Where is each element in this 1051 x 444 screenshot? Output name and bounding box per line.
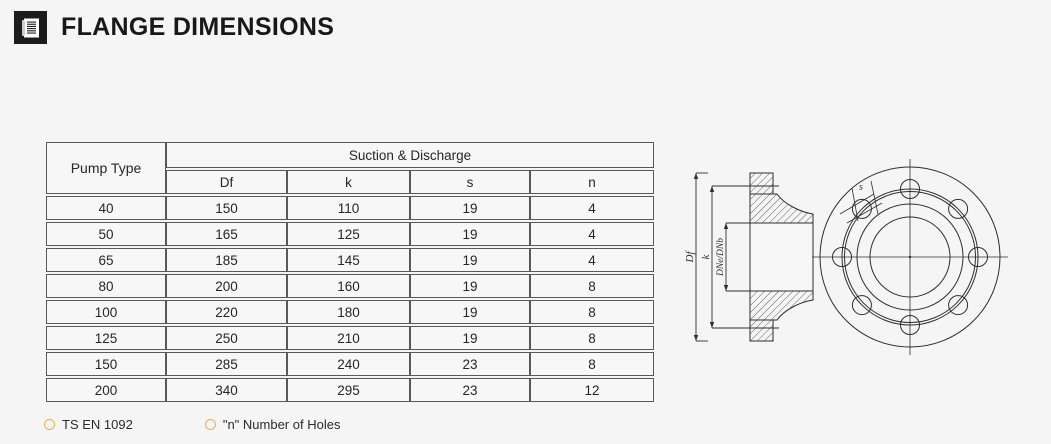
- flange-dimensions-table: Pump Type Suction & Discharge Df k s n 4…: [46, 140, 654, 404]
- flange-face-view: [812, 159, 1008, 355]
- cell-n: 4: [530, 196, 654, 220]
- legend-item-holes: "n" Number of Holes: [204, 417, 341, 432]
- flange-section-view: [693, 172, 814, 342]
- cell-s: 23: [410, 378, 530, 402]
- cell-pump-type: 65: [46, 248, 166, 272]
- cell-df: 150: [166, 196, 287, 220]
- column-header-s: s: [410, 170, 530, 194]
- document-icon: [14, 11, 47, 44]
- cell-k: 180: [287, 300, 410, 324]
- cell-pump-type: 100: [46, 300, 166, 324]
- cell-s: 23: [410, 352, 530, 376]
- cell-df: 165: [166, 222, 287, 246]
- bolt-hole: [948, 198, 969, 219]
- cell-k: 110: [287, 196, 410, 220]
- cell-k: 295: [287, 378, 410, 402]
- table-header-row-2: Df k s n: [46, 170, 654, 194]
- cell-k: 240: [287, 352, 410, 376]
- cell-n: 8: [530, 352, 654, 376]
- table-row: 50 165 125 19 4: [46, 222, 654, 246]
- cell-pump-type: 50: [46, 222, 166, 246]
- cell-n: 8: [530, 300, 654, 324]
- circle-marker-icon: [44, 419, 55, 430]
- cell-k: 145: [287, 248, 410, 272]
- cell-pump-type: 150: [46, 352, 166, 376]
- table-header: Pump Type Suction & Discharge Df k s n: [46, 142, 654, 194]
- legend: TS EN 1092 "n" Number of Holes: [44, 418, 340, 431]
- table-row: 150 285 240 23 8: [46, 352, 654, 376]
- bolt-hole: [948, 295, 969, 316]
- table-row: 40 150 110 19 4: [46, 196, 654, 220]
- table-row: 200 340 295 23 12: [46, 378, 654, 402]
- page-header: FLANGE DIMENSIONS: [14, 11, 334, 44]
- cell-k: 125: [287, 222, 410, 246]
- column-header-k: k: [287, 170, 410, 194]
- cell-s: 19: [410, 326, 530, 350]
- cell-pump-type: 125: [46, 326, 166, 350]
- cell-n: 8: [530, 274, 654, 298]
- cell-pump-type: 40: [46, 196, 166, 220]
- table-header-row-1: Pump Type Suction & Discharge: [46, 142, 654, 194]
- cell-df: 200: [166, 274, 287, 298]
- table-row: 100 220 180 19 8: [46, 300, 654, 324]
- cell-n: 12: [530, 378, 654, 402]
- page-title: FLANGE DIMENSIONS: [61, 13, 335, 41]
- cell-df: 250: [166, 326, 287, 350]
- column-header-group: Suction & Discharge: [166, 142, 654, 168]
- dimension-label-k: k: [700, 253, 712, 259]
- cell-s: 19: [410, 300, 530, 324]
- table-row: 125 250 210 19 8: [46, 326, 654, 350]
- dimension-label-df: Df: [684, 250, 696, 264]
- cell-k: 210: [287, 326, 410, 350]
- cell-s: 19: [410, 196, 530, 220]
- cell-k: 160: [287, 274, 410, 298]
- column-header-n: n: [530, 170, 654, 194]
- column-header-pump-type: Pump Type: [46, 142, 166, 194]
- cell-df: 185: [166, 248, 287, 272]
- cell-df: 340: [166, 378, 287, 402]
- cell-s: 19: [410, 248, 530, 272]
- cell-n: 4: [530, 222, 654, 246]
- cell-s: 19: [410, 222, 530, 246]
- column-header-df: Df: [166, 170, 287, 194]
- legend-item-standard: TS EN 1092: [44, 418, 133, 431]
- cell-df: 220: [166, 300, 287, 324]
- cell-pump-type: 200: [46, 378, 166, 402]
- cell-df: 285: [166, 352, 287, 376]
- dimension-label-bore: DNe/DNb: [716, 238, 726, 277]
- dimension-label-s: s: [859, 182, 863, 193]
- cell-n: 8: [530, 326, 654, 350]
- legend-label: TS EN 1092: [62, 417, 133, 432]
- table-row: 80 200 160 19 8: [46, 274, 654, 298]
- table-row: 65 185 145 19 4: [46, 248, 654, 272]
- cell-pump-type: 80: [46, 274, 166, 298]
- circle-marker-icon: [204, 419, 216, 430]
- legend-label: "n" Number of Holes: [222, 417, 341, 432]
- flange-technical-drawing: Df k DNe/DNb: [682, 126, 1042, 388]
- bolt-hole: [851, 295, 872, 316]
- cell-n: 4: [530, 248, 654, 272]
- cell-s: 19: [410, 274, 530, 298]
- table-body: 40 150 110 19 4 50 165 125 19 4 65 185 1…: [46, 196, 654, 402]
